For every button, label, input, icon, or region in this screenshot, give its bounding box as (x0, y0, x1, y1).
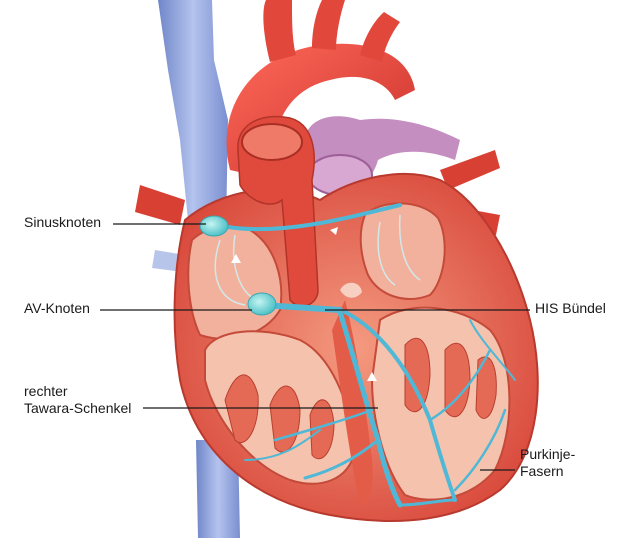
label-right-bundle-branch-line-1: rechter (24, 383, 131, 400)
aorta-branch-2 (312, 0, 345, 50)
sinus-node (200, 216, 228, 236)
vessel-left-stub (135, 185, 185, 225)
label-sinus-node: Sinusknoten (24, 214, 101, 231)
aorta-lumen (242, 124, 302, 160)
label-right-bundle-branch-line-2: Tawara-Schenkel (24, 400, 131, 417)
label-purkinje-fibers-line-2: Fasern (520, 463, 575, 480)
label-purkinje-fibers: Purkinje- Fasern (520, 446, 575, 480)
label-purkinje-fibers-line-1: Purkinje- (520, 446, 575, 463)
label-his-bundle: HIS Bündel (535, 300, 606, 317)
label-av-node: AV-Knoten (24, 300, 90, 317)
label-right-bundle-branch: rechter Tawara-Schenkel (24, 383, 131, 417)
aorta-branch-1 (263, 0, 296, 62)
aorta-branch-3 (360, 12, 400, 62)
av-node (248, 293, 276, 315)
